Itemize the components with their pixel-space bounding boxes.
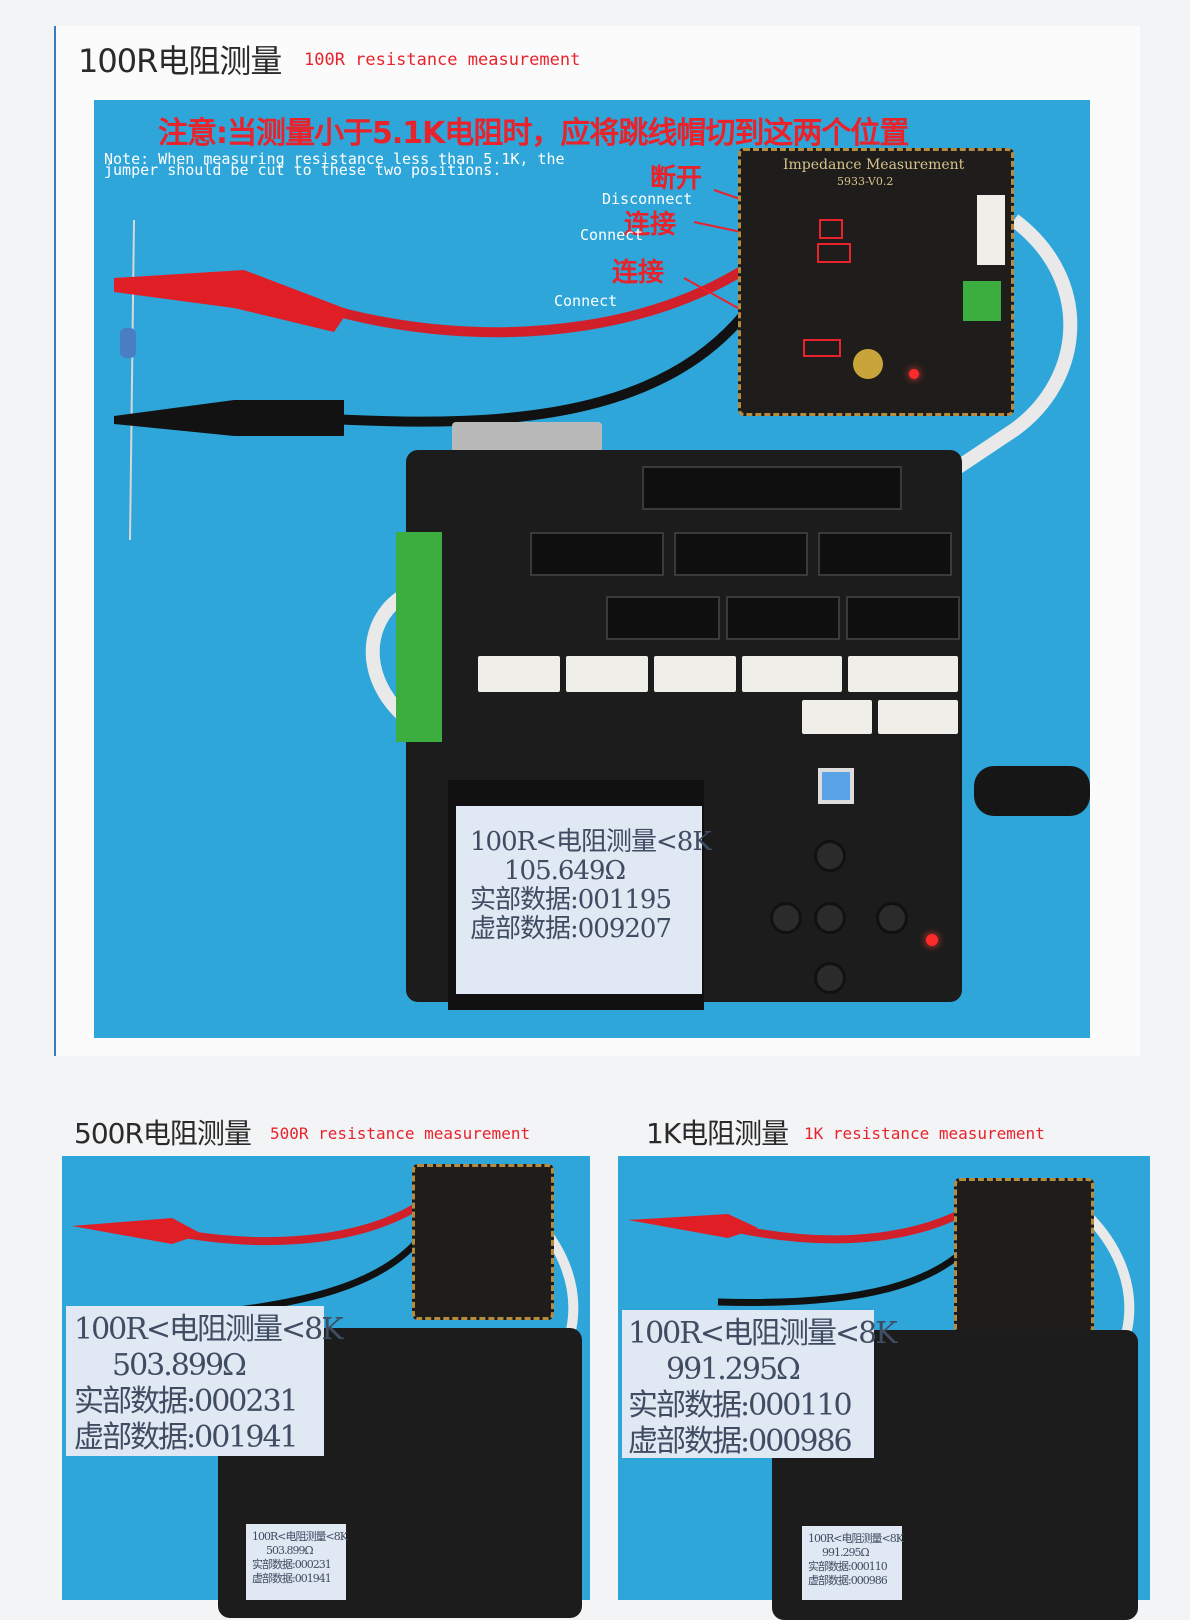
bottom-right-black-lead	[717, 1233, 981, 1306]
bottom-right-small-lcd-line3: 实部数据:000110	[808, 1560, 888, 1573]
bottom-left-lcd-line1: 100R<电阻测量<8K	[74, 1312, 344, 1347]
label-connect1-en: Connect	[580, 226, 644, 244]
bottom-right-small-lcd-line4: 虚部数据:000986	[808, 1574, 888, 1587]
jumper-connect-1[interactable]	[817, 243, 851, 263]
button-left[interactable]	[770, 902, 802, 934]
red-clip	[114, 270, 349, 332]
bottom-right-lcd-line2: 991.295Ω	[666, 1352, 801, 1387]
black-lead-wire	[313, 267, 779, 427]
bottom-left-red-clip	[72, 1218, 202, 1244]
bottom-right-red-clip	[628, 1214, 758, 1238]
bottom-right-small-lcd-line1: 100R<电阻测量<8K	[808, 1532, 904, 1545]
main-lcd-line4: 虚部数据:009207	[470, 914, 672, 945]
main-lcd: 100R<电阻测量<8K 105.649Ω 实部数据:001195 虚部数据:0…	[456, 806, 712, 994]
main-lcd-line1: 100R<电阻测量<8K	[470, 827, 712, 857]
connector-2	[566, 656, 648, 692]
main-lcd-line2: 105.649Ω	[504, 856, 626, 887]
sma-connector	[853, 349, 883, 379]
resistor-body	[120, 328, 136, 358]
terminal-block	[963, 281, 1001, 321]
bottom-right-module	[954, 1178, 1094, 1334]
connector-3	[654, 656, 736, 692]
bottom-left-title-cn: 500R电阻测量	[74, 1117, 252, 1150]
jumper-disconnect[interactable]	[819, 219, 843, 239]
power-led	[926, 934, 938, 946]
jumper-connect-2[interactable]	[803, 339, 841, 357]
bottom-left-small-lcd-line2: 503.899Ω	[266, 1544, 314, 1557]
bottom-left-lcd-line4: 虚部数据:001941	[74, 1420, 299, 1455]
bottom-left-small-lcd-line1: 100R<电阻测量<8K	[252, 1530, 348, 1543]
bottom-right-title-en: 1K resistance measurement	[804, 1124, 1045, 1143]
blue-button[interactable]	[818, 768, 854, 804]
ribbon-cable-right	[950, 214, 1078, 476]
main-lcd-line3: 实部数据:001195	[470, 885, 672, 916]
bottom-left-lcd: 100R<电阻测量<8K 503.899Ω 实部数据:000231 虚部数据:0…	[66, 1306, 344, 1456]
label-disconnect-en: Disconnect	[602, 190, 693, 208]
bottom-right-small-lcd: 100R<电阻测量<8K 991.295Ω 实部数据:000110 虚部数据:0…	[802, 1526, 904, 1600]
red-lead-wire	[312, 226, 798, 338]
button-down[interactable]	[814, 962, 846, 994]
warning-cn: 注意:当测量小于5.1K电阻时，应将跳线帽切到这两个位置	[158, 116, 909, 151]
bottom-left-lcd-line3: 实部数据:000231	[74, 1384, 299, 1419]
bottom-left-small-lcd-line3: 实部数据:000231	[252, 1558, 332, 1571]
bottom-right-small-lcd-line2: 991.295Ω	[822, 1546, 870, 1559]
label-disconnect-cn: 断开	[650, 164, 703, 194]
header-row-1a	[530, 532, 664, 576]
main-title-en: 100R resistance measurement	[304, 50, 581, 70]
header-row-2c	[846, 596, 960, 640]
status-led	[909, 369, 919, 379]
bottom-left-small-lcd-line4: 虚部数据:001941	[252, 1572, 332, 1585]
button-up[interactable]	[814, 840, 846, 872]
label-connect1-cn: 连接	[624, 210, 677, 240]
button-right[interactable]	[876, 902, 908, 934]
bottom-right-lcd: 100R<电阻测量<8K 991.295Ω 实部数据:000110 虚部数据:0…	[622, 1310, 898, 1459]
label-connect2-en: Connect	[554, 292, 618, 310]
connector-6	[802, 700, 872, 734]
main-photo: 注意:当测量小于5.1K电阻时，应将跳线帽切到这两个位置 Note: When …	[94, 100, 1090, 1038]
bottom-right-lcd-line1: 100R<电阻测量<8K	[628, 1316, 898, 1351]
main-title-cn: 100R电阻测量	[78, 42, 282, 80]
bottom-left-small-lcd: 100R<电阻测量<8K 503.899Ω 实部数据:000231 虚部数据:0…	[246, 1524, 348, 1600]
connector-1	[478, 656, 560, 692]
bottom-left-lcd-line2: 503.899Ω	[112, 1348, 247, 1383]
bottom-left-title-en: 500R resistance measurement	[270, 1124, 531, 1143]
bottom-left-module	[412, 1164, 554, 1320]
connector-7	[878, 700, 958, 734]
connector-5	[848, 656, 958, 692]
header-row-2a	[606, 596, 720, 640]
bottom-right-red-lead	[706, 1192, 991, 1244]
module-connector	[977, 195, 1005, 265]
warning-en: Note: When measuring resistance less tha…	[104, 150, 565, 179]
green-terminal	[396, 532, 442, 742]
resistor-lead	[129, 219, 135, 541]
bottom-left-red-lead	[151, 1192, 435, 1246]
connector-4	[742, 656, 842, 692]
bottom-left-black-lead	[181, 1233, 425, 1320]
bottom-right-photo: 100R<电阻测量<8K 991.295Ω 实部数据:000110 虚部数据:0…	[618, 1156, 1150, 1620]
header-top	[642, 466, 902, 510]
bottom-right-lcd-line3: 实部数据:000110	[628, 1388, 853, 1423]
power-jack	[974, 766, 1090, 816]
black-clip	[114, 400, 344, 436]
bottom-right-lcd-line4: 虚部数据:000986	[628, 1424, 853, 1459]
label-connect2-cn: 连接	[612, 258, 665, 288]
bottom-right-title-cn: 1K电阻测量	[646, 1117, 789, 1150]
module-label: Impedance Measurement	[783, 157, 965, 173]
impedance-module: Impedance Measurement 5933-V0.2	[738, 148, 1014, 416]
header-row-1b	[674, 532, 808, 576]
bottom-left-photo: 100R<电阻测量<8K 503.899Ω 实部数据:000231 虚部数据:0…	[62, 1156, 590, 1618]
header-row-1c	[818, 532, 952, 576]
header-row-2b	[726, 596, 840, 640]
module-version: 5933-V0.2	[837, 175, 894, 188]
button-ok[interactable]	[814, 902, 846, 934]
